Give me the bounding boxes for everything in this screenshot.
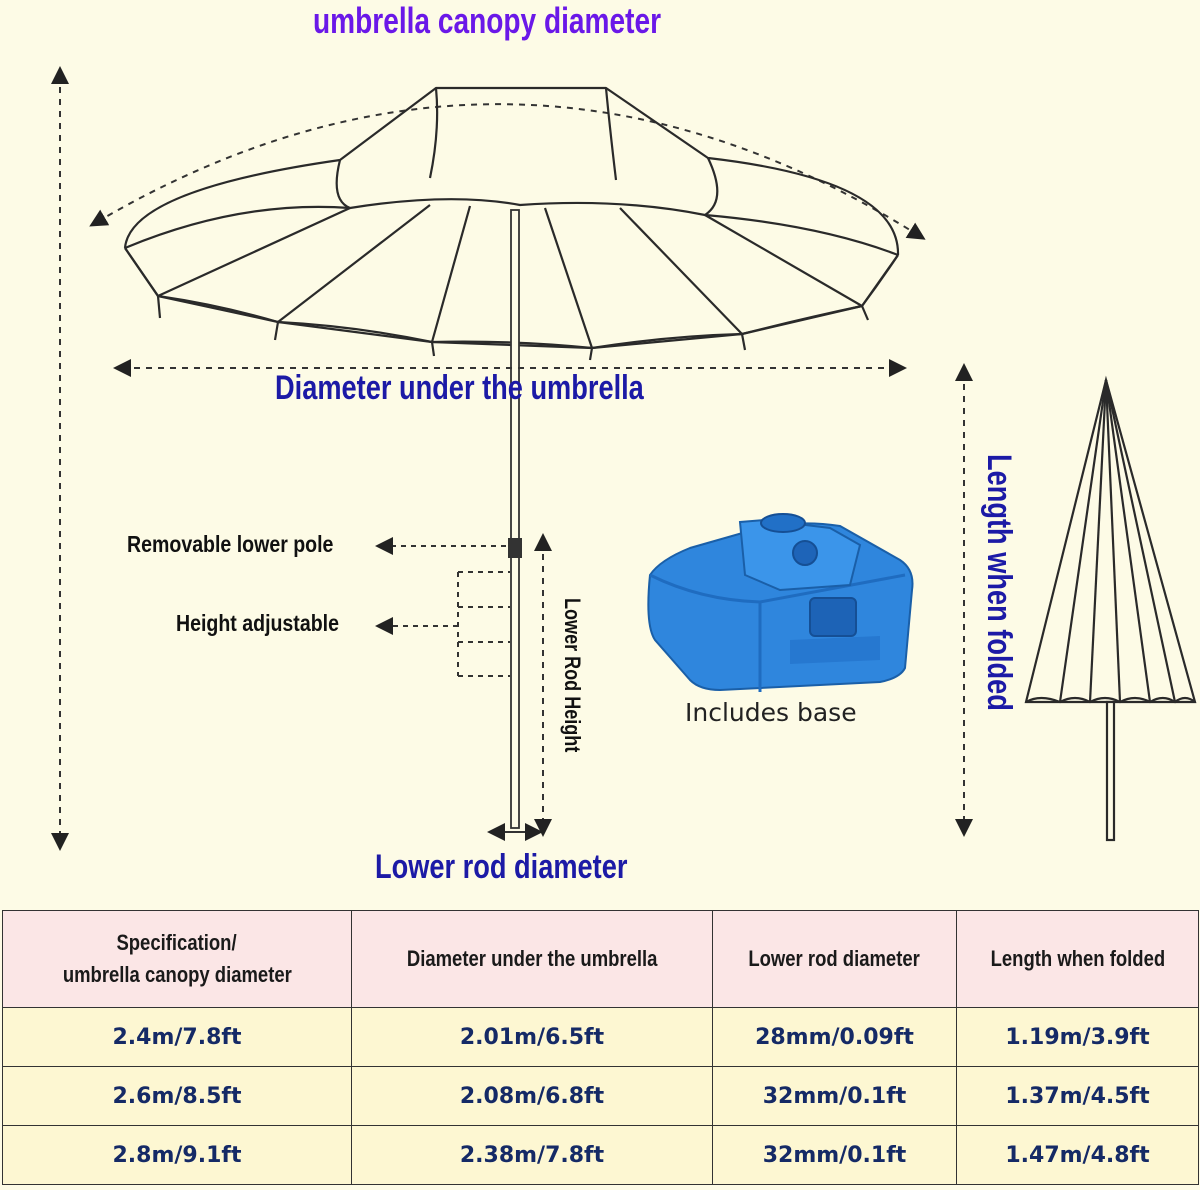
table-cell: 2.08m/6.8ft [351,1066,713,1126]
canopy-diameter-arc [89,103,926,240]
length-when-folded-label: Length when folded [980,454,1018,711]
table-cell: 2.4m/7.8ft [2,1007,352,1067]
table-row: 2.4m/7.8ft 2.01m/6.5ft 28mm/0.09ft 1.19m… [2,1007,1199,1067]
height-adjustable-bracket [375,571,510,677]
canopy-diameter-label: umbrella canopy diameter [313,0,662,41]
table-row: 2.8m/9.1ft 2.38m/7.8ft 32mm/0.1ft 1.47m/… [2,1125,1199,1185]
table-cell: 2.8m/9.1ft [2,1125,352,1185]
pole-joint [508,538,522,558]
header-lower-rod-diameter: Lower rod diameter [712,910,957,1008]
table-cell: 32mm/0.1ft [712,1066,957,1126]
table-cell: 2.38m/7.8ft [351,1125,713,1185]
umbrella-diagram: umbrella canopy diameter Diameter under … [51,0,1197,886]
includes-base-label: Includes base [685,698,857,727]
table-cell: 1.19m/3.9ft [956,1007,1199,1067]
table-cell: 2.01m/6.5ft [351,1007,713,1067]
umbrella-drawing [51,66,1197,851]
umbrella-base-image [647,513,914,692]
header-diameter-under: Diameter under the umbrella [351,910,713,1008]
header-spec-line1: Specification/ [116,930,238,956]
diameter-under-label: Diameter under the umbrella [275,369,644,407]
header-spec-line2: umbrella canopy diameter [62,962,292,987]
table-cell: 1.47m/4.8ft [956,1125,1199,1185]
table-header-row: Specification/ umbrella canopy diameter … [2,910,1199,1008]
specification-table: Specification/ umbrella canopy diameter … [2,910,1199,1185]
header-lower-rod-text: Lower rod diameter [748,946,921,972]
header-length-folded-text: Length when folded [990,946,1165,972]
open-umbrella-canopy [123,86,900,361]
height-adjustable-label: Height adjustable [176,610,339,636]
header-specification: Specification/ umbrella canopy diameter [2,910,352,1008]
removable-lower-pole-label: Removable lower pole [127,531,334,557]
folded-umbrella [1024,375,1197,842]
umbrella-pole [510,209,520,829]
header-diameter-under-text: Diameter under the umbrella [406,946,658,972]
header-length-folded: Length when folded [956,910,1199,1008]
table-cell: 32mm/0.1ft [712,1125,957,1185]
table-cell: 28mm/0.09ft [712,1007,957,1067]
table-cell: 1.37m/4.5ft [956,1066,1199,1126]
lower-rod-height-label: Lower Rod Height [560,598,585,753]
table-cell: 2.6m/8.5ft [2,1066,352,1126]
table-row: 2.6m/8.5ft 2.08m/6.8ft 32mm/0.1ft 1.37m/… [2,1066,1199,1126]
lower-rod-diameter-label: Lower rod diameter [375,848,628,886]
